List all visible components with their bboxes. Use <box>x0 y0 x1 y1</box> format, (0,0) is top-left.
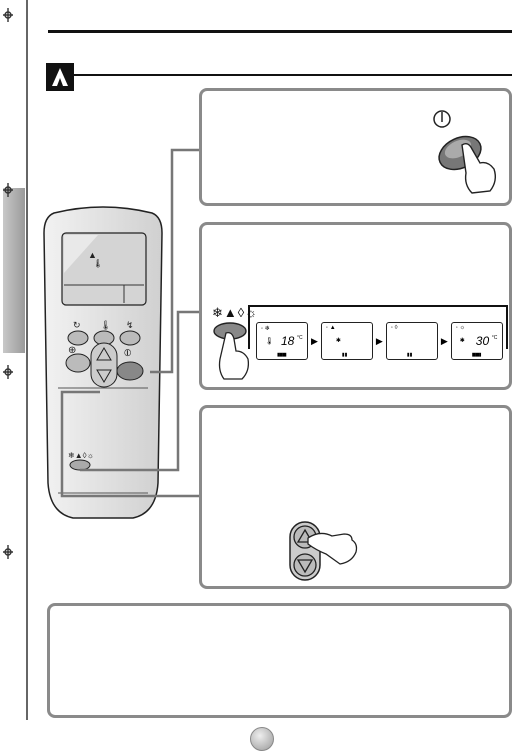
svg-text:▲: ▲ <box>88 250 97 260</box>
left-margin-line <box>26 0 28 720</box>
sequence-arrow-icon: ▶ <box>440 335 448 346</box>
lcd-cooling: ◦ ❄ 🌡 18 °C ▮▮▮▮▮ <box>256 322 308 360</box>
lcd-heating: ◦ ☼ ✱ 30 °C ▮▮▮▮▮ <box>450 322 503 360</box>
temperature-buttons-hand <box>289 521 358 581</box>
remote-control: ▲ 🌡 ↻ 🌡 ↯ ⦶ ⊕ ❄▲◊☼ <box>43 206 163 519</box>
sequence-arrow-icon: ▶ <box>375 335 383 346</box>
svg-text:⦶: ⦶ <box>123 348 131 359</box>
lcd-sequence: ◦ ❄ 🌡 18 °C ▮▮▮▮▮ ▶ ◦ ▲ ✱ ▮▮ ▶ ◦ ◊ ▮▮ ▶ … <box>256 321 508 361</box>
sequence-bracket <box>248 305 508 349</box>
sequence-arrow-icon: ▶ <box>311 335 318 346</box>
svg-text:↯: ↯ <box>126 320 134 330</box>
svg-text:⊕: ⊕ <box>68 345 76 356</box>
panel-mode: ❄▲◊☼ ◦ ❄ 🌡 18 °C ▮▮▮▮▮ ▶ ◦ ▲ ✱ ▮▮ ▶ ◦ ◊ … <box>199 222 512 390</box>
power-button-hand <box>433 110 497 194</box>
lcd-cooling-temp: 18 <box>281 334 295 348</box>
svg-text:↻: ↻ <box>73 320 81 330</box>
mode-button-hand <box>213 322 250 380</box>
section-icon <box>46 63 74 91</box>
top-rule <box>48 30 512 33</box>
svg-text:🌡: 🌡 <box>93 259 103 268</box>
lcd-auto: ◦ ▲ ✱ ▮▮ <box>320 322 373 360</box>
page-number-badge <box>250 727 274 751</box>
left-tab-gray <box>3 188 25 353</box>
note-box <box>47 603 512 718</box>
mode-button-symbols: ❄▲◊☼ <box>212 305 259 320</box>
panel-temperature <box>199 405 512 589</box>
lcd-heating-temp: 30 <box>475 334 490 348</box>
binder-marks <box>3 8 13 559</box>
section-rule <box>74 74 512 76</box>
remote-mode-symbols: ❄▲◊☼ <box>68 451 94 460</box>
svg-text:🌡: 🌡 <box>100 320 111 330</box>
panel-power <box>199 88 512 206</box>
lcd-dry: ◦ ◊ ▮▮ <box>385 322 438 360</box>
auto-mode-icon <box>52 68 68 86</box>
